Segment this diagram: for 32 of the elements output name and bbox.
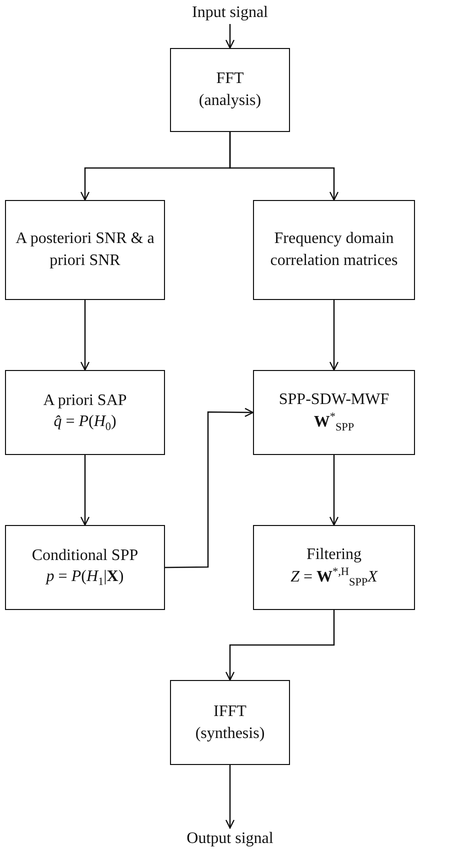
arrow [329, 455, 339, 526]
process-box [170, 680, 290, 765]
box-subtitle: (synthesis) [195, 724, 265, 744]
box-title: Filtering [306, 544, 362, 565]
arrow [80, 455, 90, 526]
arrow [229, 132, 339, 201]
process-box [253, 200, 415, 300]
signal-label: Input signal [192, 3, 268, 24]
box-subtitle: q̂ = P(H$_{0}$) [54, 412, 116, 436]
box-title: A posteriori SNR & a priori SNR [14, 229, 156, 271]
arrow [225, 24, 235, 49]
arrow [225, 610, 335, 681]
process-box [5, 525, 165, 610]
box-subtitle: p = P(H$_{1}$|X) [46, 567, 124, 590]
box-title: SPP-SDW-MWF [278, 390, 390, 410]
box-title: Frequency domain correlation matrices [269, 229, 399, 271]
process-box [5, 370, 165, 455]
box-title: Conditional SPP [32, 546, 138, 566]
signal-label: Output signal [186, 829, 274, 850]
process-box [253, 525, 415, 610]
process-box [170, 48, 290, 132]
arrow [165, 408, 254, 568]
box-title: FFT [216, 69, 244, 90]
box-subtitle: (analysis) [198, 91, 262, 111]
arrow [80, 300, 90, 371]
box-title: A priori SAP [43, 390, 127, 411]
arrow [225, 765, 235, 829]
arrow [329, 300, 339, 371]
box-title: IFFT [214, 702, 246, 722]
process-box [5, 200, 165, 300]
process-box [253, 370, 415, 455]
box-subtitle: Z = W$^{*,H}$$_{SPP}$X [290, 565, 378, 591]
